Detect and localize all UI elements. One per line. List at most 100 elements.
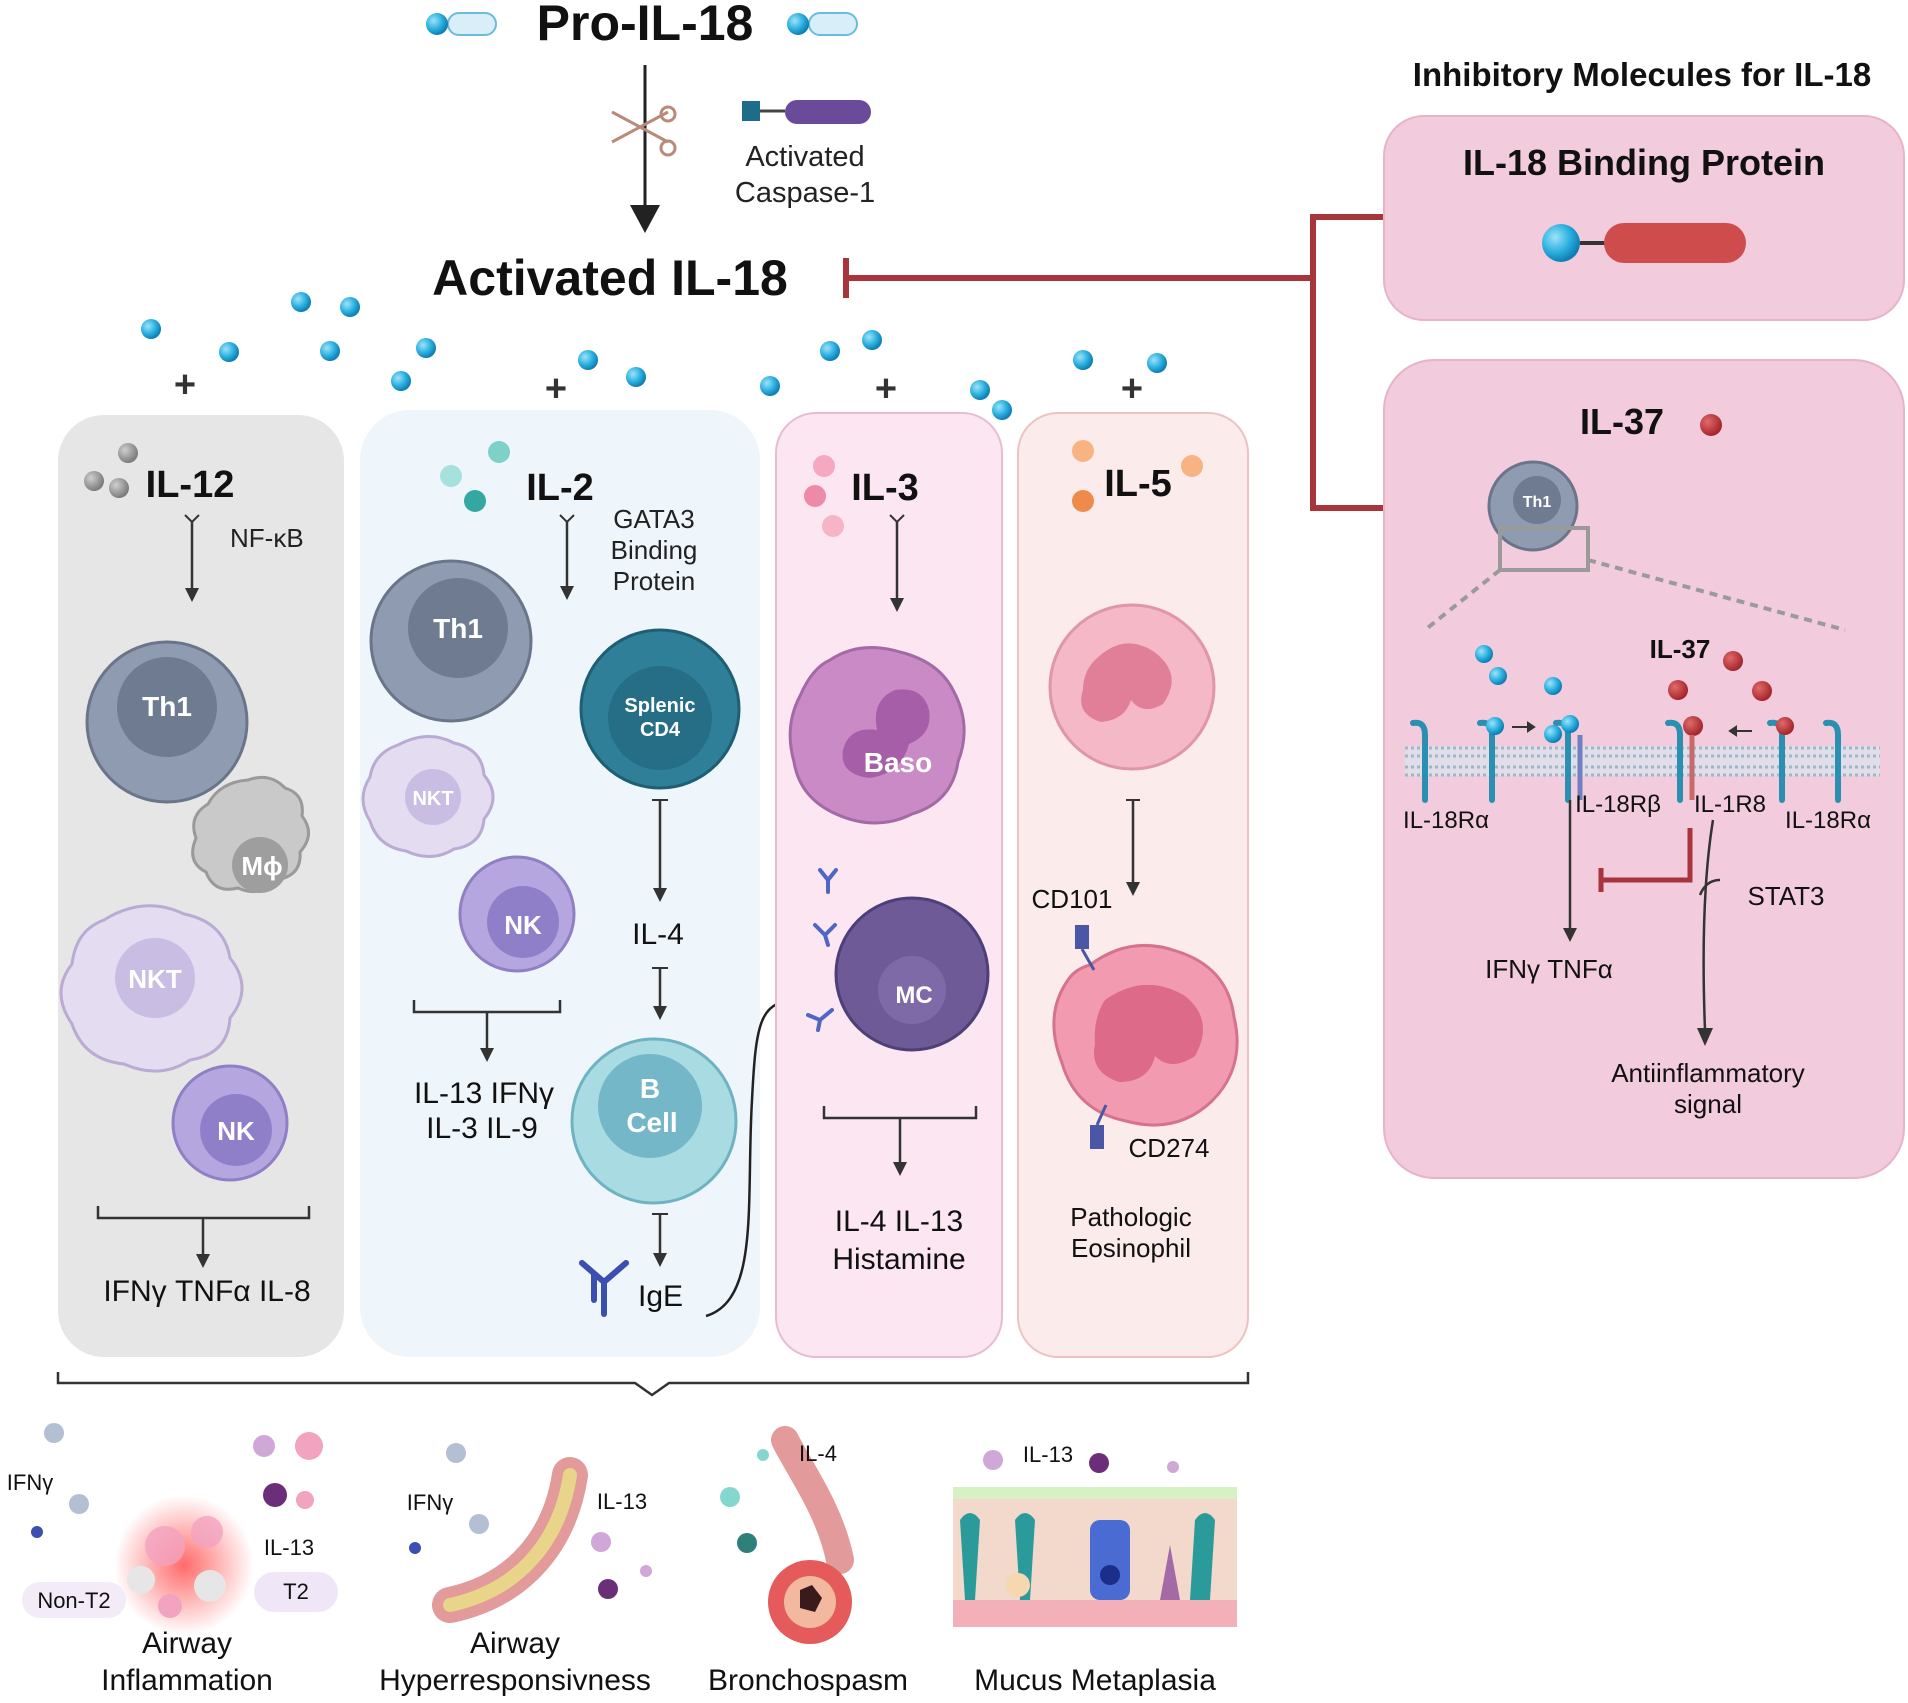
nkt-cell-label: NKT xyxy=(128,964,182,994)
inhibition-connector xyxy=(843,214,1384,511)
receptor-label-il18rb: IL-18Rβ xyxy=(1575,791,1661,818)
mast-cell: MC xyxy=(834,896,990,1052)
outcomes-brace xyxy=(56,1372,1250,1397)
il2-pathway-line2: Binding xyxy=(611,535,698,565)
cd101-label: CD101 xyxy=(1032,884,1113,914)
th1-cell-small: Th1 xyxy=(1487,460,1579,552)
th1-small-label: Th1 xyxy=(1523,494,1552,511)
hyper-title-line1: Airway xyxy=(470,1627,560,1660)
receptor-bound-ligands xyxy=(1486,715,1794,800)
zoom-box xyxy=(1498,526,1590,572)
il1r8-inhibition xyxy=(1603,828,1693,883)
il2-pathway-line3: Protein xyxy=(613,566,695,596)
hyper-ifn-label: IFNγ xyxy=(407,1490,453,1515)
il12-output: IFNγ TNFα IL-8 xyxy=(103,1275,310,1308)
anti-inflammatory-line2: signal xyxy=(1674,1089,1742,1119)
binding-protein-title: IL-18 Binding Protein xyxy=(1463,142,1825,183)
pathologic-eosinophil-cell xyxy=(1052,944,1239,1127)
il18-particles xyxy=(141,292,1167,420)
il18-binding-protein-molecule-icon xyxy=(1542,223,1746,263)
plus-sign-il12: + xyxy=(174,364,196,406)
plus-sign-il3: + xyxy=(875,368,897,410)
mucus-il13-label: IL-13 xyxy=(1023,1442,1073,1467)
outcome-bronchospasm: IL-4 Bronchospasm xyxy=(708,1426,908,1697)
b-cell: B Cell xyxy=(570,1037,738,1205)
inflammation-title-line1: Airway xyxy=(142,1627,232,1660)
mucus-title: Mucus Metaplasia xyxy=(974,1664,1216,1697)
b-cell-label-line1: B xyxy=(640,1073,660,1104)
pro-il18-molecule-right-icon xyxy=(787,12,858,36)
cd101-receptor-icon xyxy=(1075,925,1096,971)
il12-cytokine-icon xyxy=(84,443,138,498)
splenic-cd4-label-line2: CD4 xyxy=(640,719,681,741)
panel-il3: IL-3 Baso MC IL-4 IL-13 Histamine xyxy=(775,412,1003,1358)
scissors-icon xyxy=(611,105,677,157)
il5-cytokine-icon xyxy=(1072,440,1203,512)
inhibitory-section: Inhibitory Molecules for IL-18 IL-18 Bin… xyxy=(1383,56,1905,1179)
hyper-il13-label: IL-13 xyxy=(597,1489,647,1514)
ifn-tnf-label: IFNγ TNFα xyxy=(1485,954,1613,984)
outcome-airway-hyperresponsiveness: IFNγ IL-13 Airway Hyperresponsivness xyxy=(379,1443,652,1697)
panel-il12: IL-12 NF-κB Th1 Mϕ NKT NK IFNγ TNFα IL-8 xyxy=(58,415,344,1357)
plus-sign-il2: + xyxy=(545,368,567,410)
t2-label: T2 xyxy=(283,1579,309,1604)
nkt-cell: NKT xyxy=(361,735,495,858)
il3-output-line2: Histamine xyxy=(832,1243,965,1276)
th1-cell: Th1 xyxy=(85,640,249,804)
ige-label: IgE xyxy=(638,1280,683,1313)
cell-membrane xyxy=(1405,746,1880,777)
il37-molecule-icon xyxy=(1700,414,1722,436)
il2-output-line1: IL-13 IFNγ xyxy=(414,1077,554,1110)
receptor-antibody-icons xyxy=(806,868,838,1032)
caspase-label-line1: Activated xyxy=(745,141,864,173)
il5-output-line2: Eosinophil xyxy=(1071,1233,1191,1263)
stat3-label: STAT3 xyxy=(1747,881,1824,911)
header: Pro-IL-18 Activated Caspase-1 Activated … xyxy=(426,0,1384,511)
il3-cytokine-icon xyxy=(804,455,844,537)
il12-pathway: NF-κB xyxy=(230,523,304,553)
ige-antibody-icon xyxy=(579,1260,629,1317)
nk-cell-label: NK xyxy=(504,910,542,940)
free-ligands xyxy=(1475,645,1772,701)
il5-title: IL-5 xyxy=(1104,463,1172,505)
nk-cell: NK xyxy=(171,1064,289,1182)
il2-output-line2: IL-3 IL-9 xyxy=(426,1112,538,1145)
il3-title: IL-3 xyxy=(851,467,919,509)
cd274-receptor-icon xyxy=(1090,1104,1108,1149)
nkt-cell: NKT xyxy=(59,904,244,1073)
il5-output-line1: Pathologic xyxy=(1070,1202,1191,1232)
macrophage-cell: Mϕ xyxy=(191,775,310,894)
cd274-label: CD274 xyxy=(1129,1133,1210,1163)
nk-cell: NK xyxy=(458,855,576,973)
anti-inflammatory-line1: Antiinflammatory xyxy=(1611,1058,1805,1088)
caspase-1-molecule-icon xyxy=(742,100,871,124)
plus-sign-il5: + xyxy=(1121,368,1143,410)
b-cell-label-line2: Cell xyxy=(626,1107,677,1138)
outcome-mucus-metaplasia: IL-13 Mucus Metaplasia xyxy=(953,1442,1237,1697)
il2-pathway-line1: GATA3 xyxy=(613,504,694,534)
binding-protein-box xyxy=(1383,115,1905,321)
broncho-il4-label: IL-4 xyxy=(799,1441,837,1466)
th1-cell-label: Th1 xyxy=(142,691,192,722)
il12-title: IL-12 xyxy=(146,464,235,506)
panel-il2: IL-2 GATA3 Binding Protein Th1 NKT NK Sp… xyxy=(360,410,760,1357)
il3-output-line1: IL-4 IL-13 xyxy=(835,1205,963,1238)
macrophage-label: Mϕ xyxy=(241,851,282,881)
pro-il18-molecule-left-icon xyxy=(426,12,497,36)
pro-il18-title: Pro-IL-18 xyxy=(537,0,754,51)
basophil-cell: Baso xyxy=(788,646,966,825)
splenic-cd4-cell: Splenic CD4 xyxy=(579,628,741,790)
caspase-label-line2: Caspase-1 xyxy=(735,177,875,209)
il2-cytokine-icon xyxy=(440,441,510,512)
hyper-title-line2: Hyperresponsivness xyxy=(379,1664,651,1697)
cleavage-arrowhead xyxy=(630,205,660,233)
inflammation-il13-label: IL-13 xyxy=(264,1535,314,1560)
il2-title: IL-2 xyxy=(526,467,594,509)
broncho-title: Bronchospasm xyxy=(708,1664,908,1697)
inhibitory-heading: Inhibitory Molecules for IL-18 xyxy=(1413,56,1871,93)
th1-cell-label: Th1 xyxy=(433,613,483,644)
il37-title: IL-37 xyxy=(1580,401,1664,442)
non-t2-label: Non-T2 xyxy=(37,1588,110,1613)
ige-to-mast-cell-arrow xyxy=(705,998,801,1318)
